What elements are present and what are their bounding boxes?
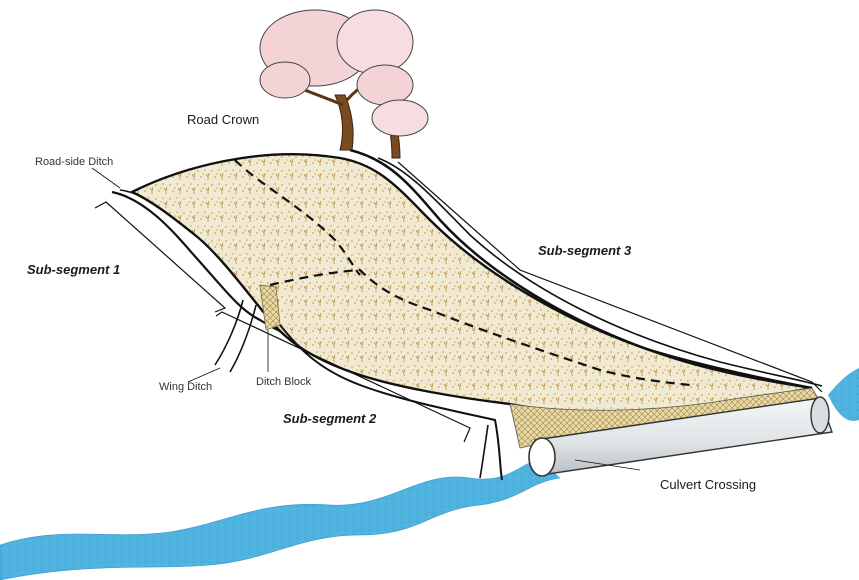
leader-roadside-ditch [92,168,120,188]
label-road-crown: Road Crown [187,113,259,126]
label-ditch-block: Ditch Block [256,377,311,388]
label-sub-segment-2: Sub-segment 2 [283,412,376,425]
label-sub-segment-1: Sub-segment 1 [27,263,120,276]
stream [0,460,560,580]
label-culvert-crossing: Culvert Crossing [660,478,756,491]
stream-right [828,368,859,421]
ditch-lower-line-2 [480,425,488,478]
label-sub-segment-3: Sub-segment 3 [538,244,631,257]
label-wing-ditch: Wing Ditch [159,382,212,393]
label-roadside-ditch: Road-side Ditch [35,157,113,168]
leader-wing-ditch [188,368,220,382]
road-surface [132,154,812,412]
tree-illustration [260,10,428,158]
